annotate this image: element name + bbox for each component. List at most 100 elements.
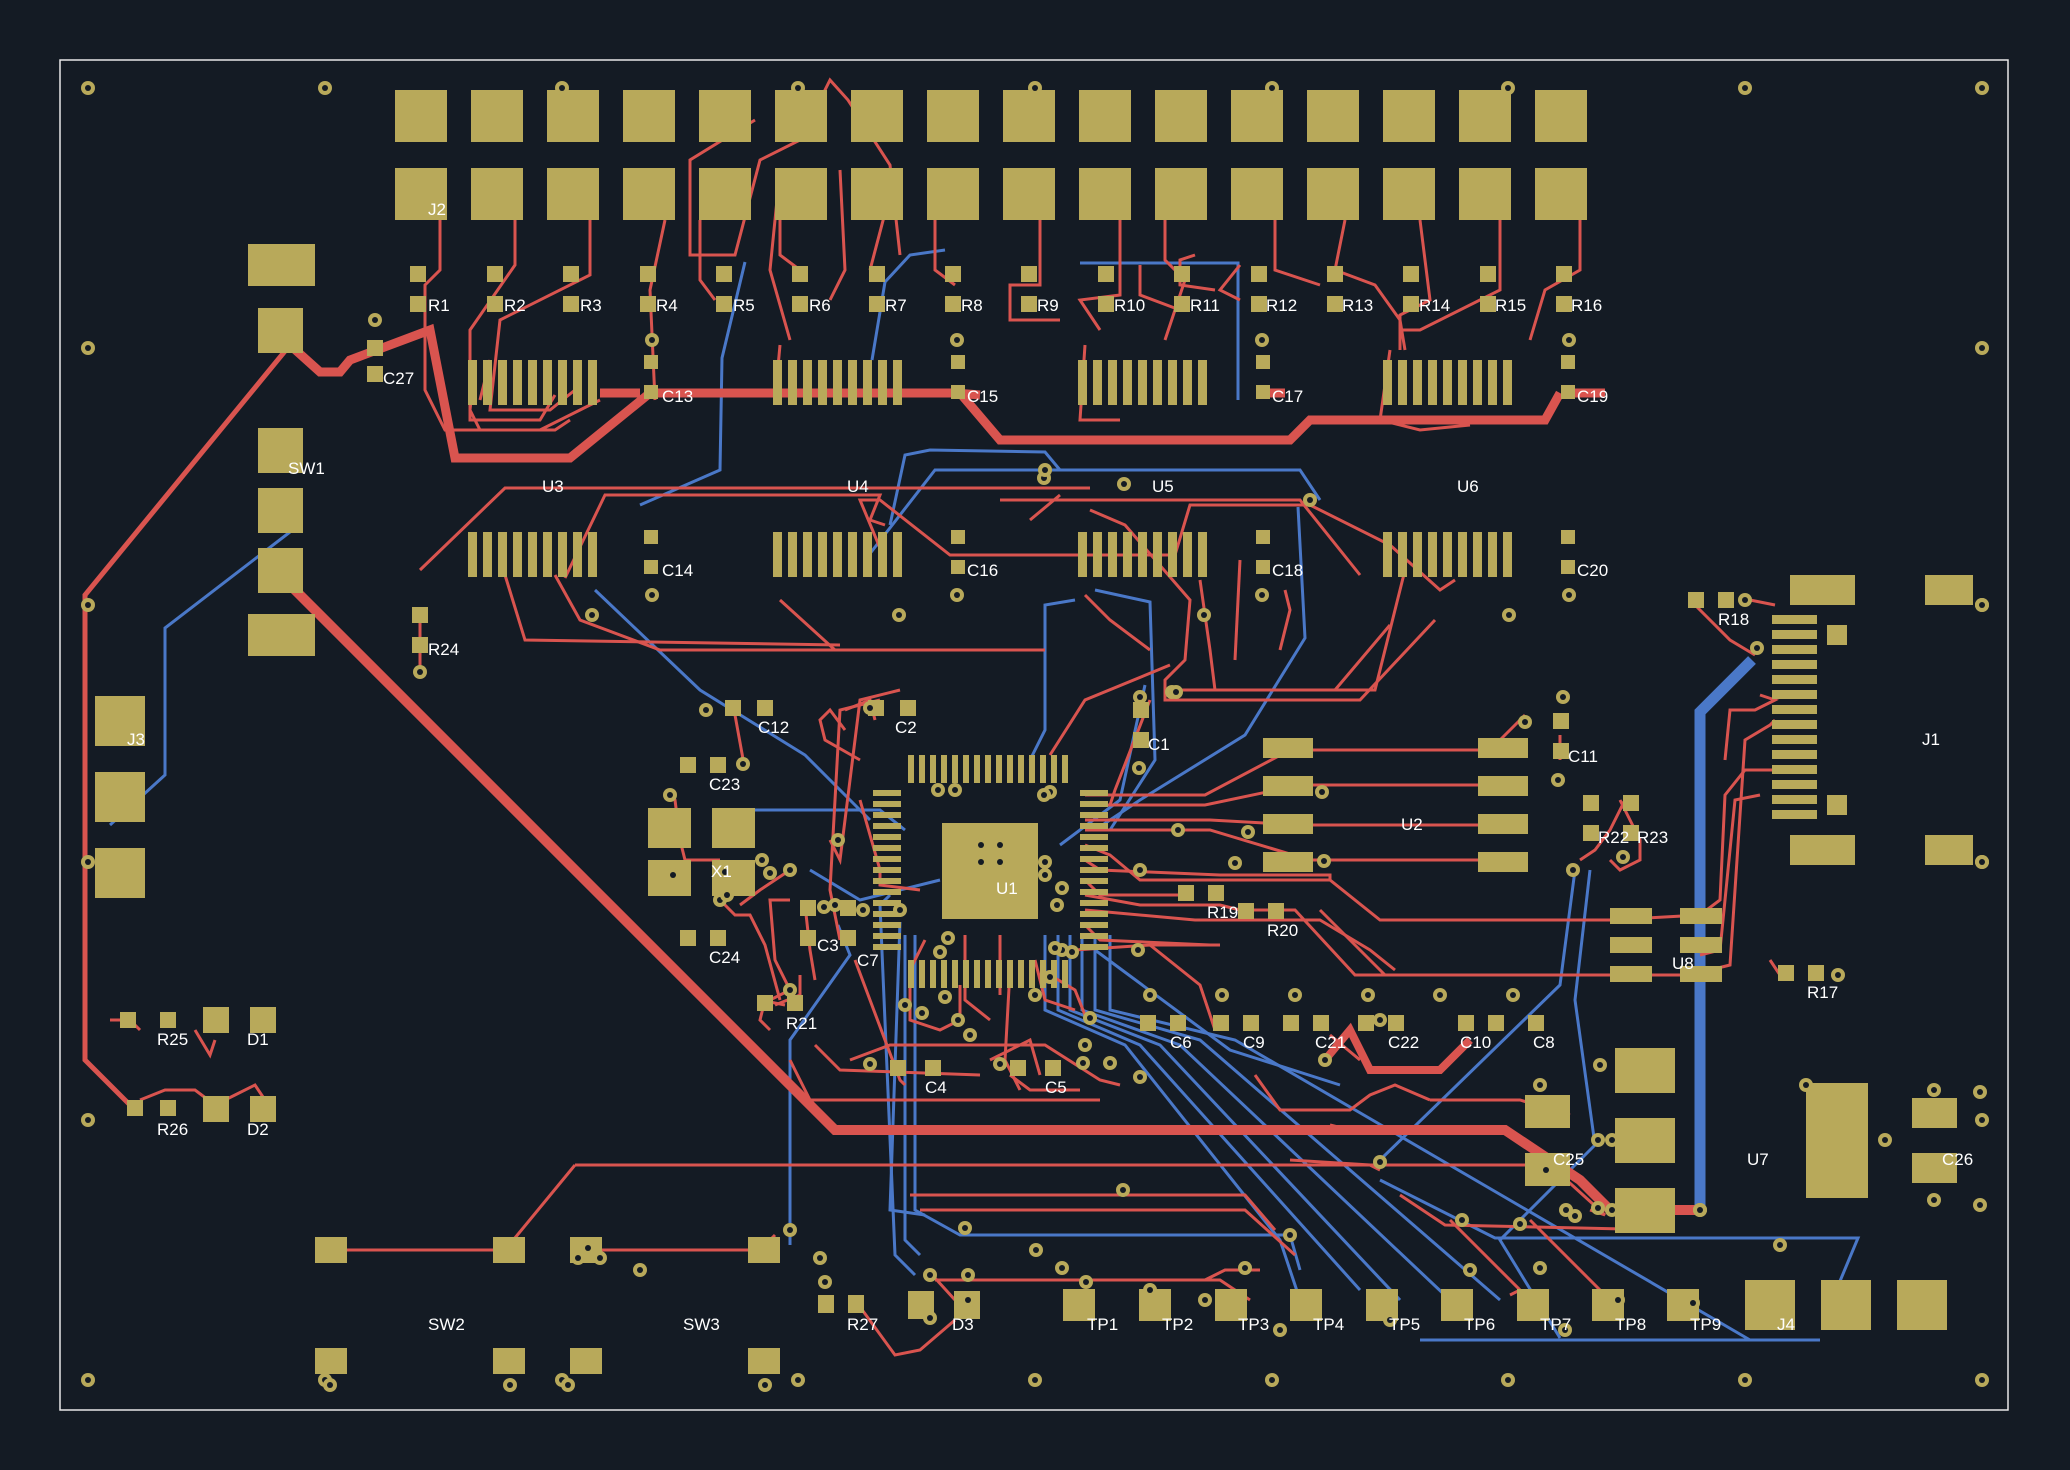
- via-hole: [927, 1272, 933, 1278]
- via-hole: [1069, 949, 1075, 955]
- via-hole: [1377, 1017, 1383, 1023]
- via-hole: [740, 761, 746, 767]
- via-hole: [1269, 1377, 1275, 1383]
- via-hole: [1563, 1207, 1569, 1213]
- via-hole: [954, 592, 960, 598]
- via-hole: [637, 1267, 643, 1273]
- via-hole: [703, 707, 709, 713]
- via-hole: [832, 902, 838, 908]
- via-hole: [1742, 85, 1748, 91]
- via-hole: [1042, 859, 1048, 865]
- via-hole: [787, 867, 793, 873]
- label-R25: R25: [157, 1030, 188, 1049]
- label-R27: R27: [847, 1315, 878, 1334]
- via-hole: [1931, 1087, 1937, 1093]
- via-hole: [1620, 854, 1626, 860]
- label-C23: C23: [709, 775, 740, 794]
- via-hole: [942, 994, 948, 1000]
- via-hole: [1609, 1207, 1615, 1213]
- via-hole: [1319, 789, 1325, 795]
- label-U5: U5: [1152, 477, 1174, 496]
- label-SW2: SW2: [428, 1315, 465, 1334]
- via-hole: [667, 792, 673, 798]
- label-TP1: TP1: [1087, 1315, 1118, 1334]
- board-outline: [59, 59, 2009, 1411]
- via-hole: [935, 787, 941, 793]
- label-C16: C16: [967, 561, 998, 580]
- label-C8: C8: [1533, 1033, 1555, 1052]
- via-hole: [1690, 1300, 1696, 1306]
- via-hole: [795, 85, 801, 91]
- via-hole: [1054, 902, 1060, 908]
- label-TP6: TP6: [1464, 1315, 1495, 1334]
- label-U1: U1: [996, 879, 1018, 898]
- label-C22: C22: [1388, 1033, 1419, 1052]
- j2-pad: [395, 90, 447, 142]
- via-hole: [978, 859, 984, 865]
- vias: [81, 81, 1989, 1392]
- via-hole: [997, 842, 1003, 848]
- via-hole: [1506, 612, 1512, 618]
- via-hole: [767, 870, 773, 876]
- via-hole: [952, 787, 958, 793]
- label-J1: J1: [1922, 730, 1940, 749]
- via-hole: [1032, 992, 1038, 998]
- label-TP8: TP8: [1615, 1315, 1646, 1334]
- via-hole: [867, 705, 873, 711]
- via-hole: [1080, 1060, 1086, 1066]
- via-hole: [897, 907, 903, 913]
- label-C17: C17: [1272, 387, 1303, 406]
- label-SW1: SW1: [288, 459, 325, 478]
- via-hole: [670, 872, 676, 878]
- via-hole: [1147, 992, 1153, 998]
- via-hole: [1597, 1062, 1603, 1068]
- via-hole: [1245, 829, 1251, 835]
- label-C6: C6: [1170, 1033, 1192, 1052]
- label-J4: J4: [1777, 1315, 1795, 1334]
- via-hole: [1467, 1267, 1473, 1273]
- via-hole: [1219, 992, 1225, 998]
- label-C15: C15: [967, 387, 998, 406]
- via-hole: [1259, 337, 1265, 343]
- via-hole: [1459, 1217, 1465, 1223]
- via-hole: [997, 1061, 1003, 1067]
- via-hole: [1083, 1279, 1089, 1285]
- via-hole: [1742, 597, 1748, 603]
- label-R15: R15: [1495, 296, 1526, 315]
- via-hole: [1287, 1232, 1293, 1238]
- via-hole: [1175, 827, 1181, 833]
- via-hole: [649, 337, 655, 343]
- via-hole: [1321, 858, 1327, 864]
- via-hole: [1742, 1377, 1748, 1383]
- label-C3: C3: [817, 936, 839, 955]
- via-hole: [1437, 992, 1443, 998]
- via-hole: [1615, 1297, 1621, 1303]
- via-hole: [1120, 1187, 1126, 1193]
- label-R16: R16: [1571, 296, 1602, 315]
- label-U3: U3: [542, 477, 564, 496]
- via-hole: [896, 612, 902, 618]
- label-C18: C18: [1272, 561, 1303, 580]
- label-R17: R17: [1807, 983, 1838, 1002]
- label-TP4: TP4: [1313, 1315, 1344, 1334]
- via-hole: [1033, 1247, 1039, 1253]
- label-U6: U6: [1457, 477, 1479, 496]
- label-R23: R23: [1637, 828, 1668, 847]
- via-hole: [978, 842, 984, 848]
- via-hole: [1041, 792, 1047, 798]
- label-C10: C10: [1460, 1033, 1491, 1052]
- label-R22: R22: [1598, 828, 1629, 847]
- label-R18: R18: [1718, 610, 1749, 629]
- via-hole: [919, 1010, 925, 1016]
- via-hole: [1135, 947, 1141, 953]
- via-hole: [945, 935, 951, 941]
- label-C11: C11: [1568, 747, 1598, 766]
- via-hole: [1566, 592, 1572, 598]
- via-hole: [1292, 992, 1298, 998]
- label-C27: C27: [383, 369, 414, 388]
- via-hole: [1082, 1042, 1088, 1048]
- via-hole: [822, 1279, 828, 1285]
- via-hole: [1572, 1213, 1578, 1219]
- via-hole: [589, 612, 595, 618]
- via-hole: [1977, 1202, 1983, 1208]
